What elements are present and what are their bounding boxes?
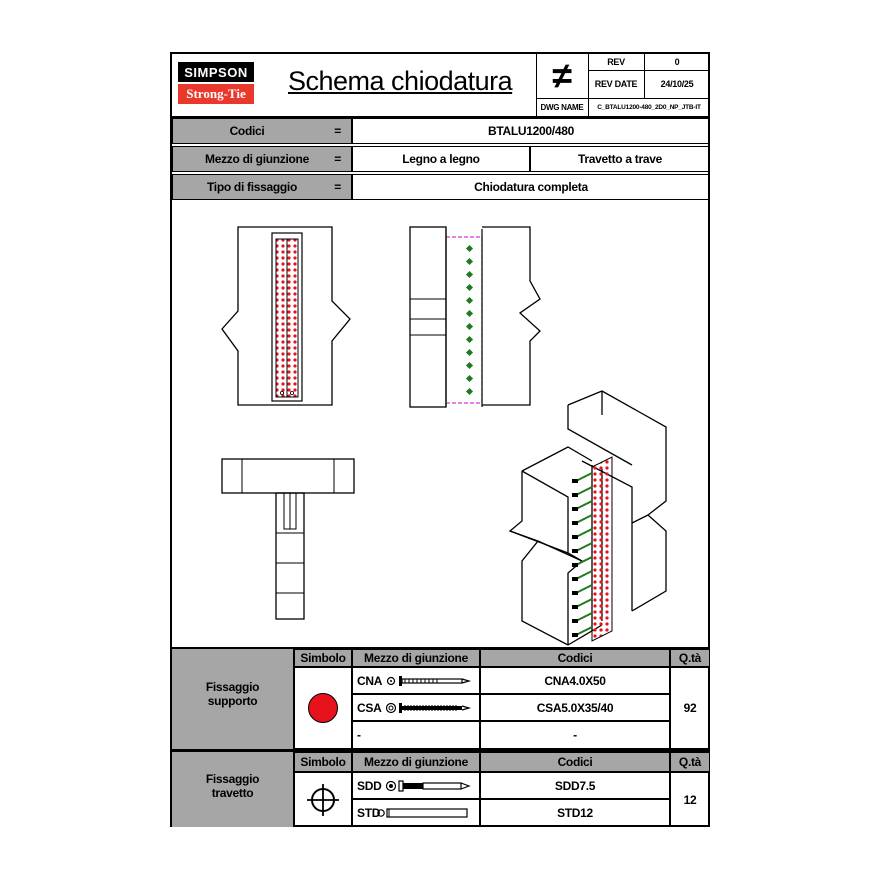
support-header-simbolo: Simbolo xyxy=(294,649,352,667)
support-quantity: 92 xyxy=(670,667,710,749)
support-row-3-code: - xyxy=(480,721,670,749)
mezzo-value-1: Legno a legno xyxy=(402,152,480,166)
sdd-dowel-icon xyxy=(385,779,471,792)
std-dowel-icon xyxy=(377,808,468,818)
codici-label-cell: Codici = xyxy=(172,118,352,144)
support-row-2-fastener: CSA xyxy=(352,694,480,721)
green-crosshair-symbol xyxy=(307,783,339,816)
codici-value: BTALU1200/480 xyxy=(488,124,574,138)
codici-value-cell: BTALU1200/480 xyxy=(352,118,710,144)
joist-header-mezzo: Mezzo di giunzione xyxy=(352,752,480,772)
joist-quantity: 12 xyxy=(670,772,710,827)
codici-equals: = xyxy=(334,124,341,138)
support-group-label: Fissaggio supporto xyxy=(205,680,260,708)
support-row-2-code: CSA5.0X35/40 xyxy=(480,694,670,721)
joist-header-simbolo: Simbolo xyxy=(294,752,352,772)
joist-header-codici: Codici xyxy=(480,752,670,772)
isometric-hanger xyxy=(572,456,613,642)
tipo-label-cell: Tipo di fissaggio = xyxy=(172,174,352,200)
joist-row-2-code: STD12 xyxy=(480,799,670,827)
mezzo-label: Mezzo di giunzione xyxy=(205,152,309,166)
joist-row-2-fastener: STD xyxy=(352,799,480,827)
support-symbol-cell xyxy=(294,667,352,749)
dwg-name-value: C_BTALU1200-480_2D0_NP_JTB-IT xyxy=(597,103,701,111)
joist-group-label: Fissaggio travetto xyxy=(205,771,260,800)
fastener-label-cna: CNA xyxy=(357,673,383,688)
drawing-area xyxy=(221,226,667,646)
mezzo-value-cell-1: Legno a legno xyxy=(352,146,530,172)
rev-label: REV xyxy=(607,57,625,67)
mezzo-label-cell: Mezzo di giunzione = xyxy=(172,146,352,172)
joist-header-qta: Q.tà xyxy=(670,752,710,772)
logo-simpson: SIMPSON xyxy=(178,62,254,82)
not-equal-symbol: ≠ xyxy=(552,55,572,96)
red-nail-symbol xyxy=(308,693,338,723)
tipo-value-cell: Chiodatura completa xyxy=(352,174,710,200)
support-header-mezzo: Mezzo di giunzione xyxy=(352,649,480,667)
revision-block xyxy=(536,54,710,116)
support-header-qta: Q.tà xyxy=(670,649,710,667)
tipo-equals: = xyxy=(334,180,341,194)
codici-label: Codici xyxy=(229,124,265,138)
front-view xyxy=(221,226,351,406)
side-view xyxy=(409,226,541,408)
logo-bottom-text: Strong-Tie xyxy=(186,86,246,101)
top-view xyxy=(221,458,355,620)
joist-row-1-fastener: SDD xyxy=(352,772,480,799)
support-row-1-code: CNA4.0X50 xyxy=(480,667,670,694)
logo-strong-tie: Strong-Tie xyxy=(178,84,254,104)
mezzo-equals: = xyxy=(334,152,341,166)
mezzo-value-2: Travetto a trave xyxy=(578,152,662,166)
support-header-codici: Codici xyxy=(480,649,670,667)
rev-date-value: 24/10/25 xyxy=(660,79,694,89)
fastener-label-csa: CSA xyxy=(357,700,382,715)
fastener-label-std: STD xyxy=(357,806,381,820)
fastener-label-empty: - xyxy=(357,728,361,742)
joist-group-cell: Fissaggio travetto xyxy=(172,752,294,827)
csa-screw-icon xyxy=(385,702,472,713)
joist-row-1-code: SDD7.5 xyxy=(480,772,670,799)
tipo-label: Tipo di fissaggio xyxy=(206,180,297,194)
support-group-cell: Fissaggio supporto xyxy=(172,649,294,749)
tipo-value: Chiodatura completa xyxy=(474,180,588,194)
joist-symbol-cell xyxy=(294,772,352,827)
rev-value: 0 xyxy=(674,57,680,67)
cna-nail-icon xyxy=(386,675,472,686)
fastener-label-sdd: SDD xyxy=(357,778,382,793)
rev-date-label: REV DATE xyxy=(594,79,638,89)
support-row-3-fastener: - xyxy=(352,721,480,749)
mezzo-value-cell-2: Travetto a trave xyxy=(530,146,710,172)
support-row-1-fastener: CNA xyxy=(352,667,480,694)
page-title: Schema chiodatura xyxy=(288,66,513,96)
drawing-sheet: SIMPSON Strong-Tie Schema chiodatura ≠ R… xyxy=(170,52,710,827)
logo-top-text: SIMPSON xyxy=(184,64,248,80)
dwg-name-label: DWG NAME xyxy=(540,102,584,112)
